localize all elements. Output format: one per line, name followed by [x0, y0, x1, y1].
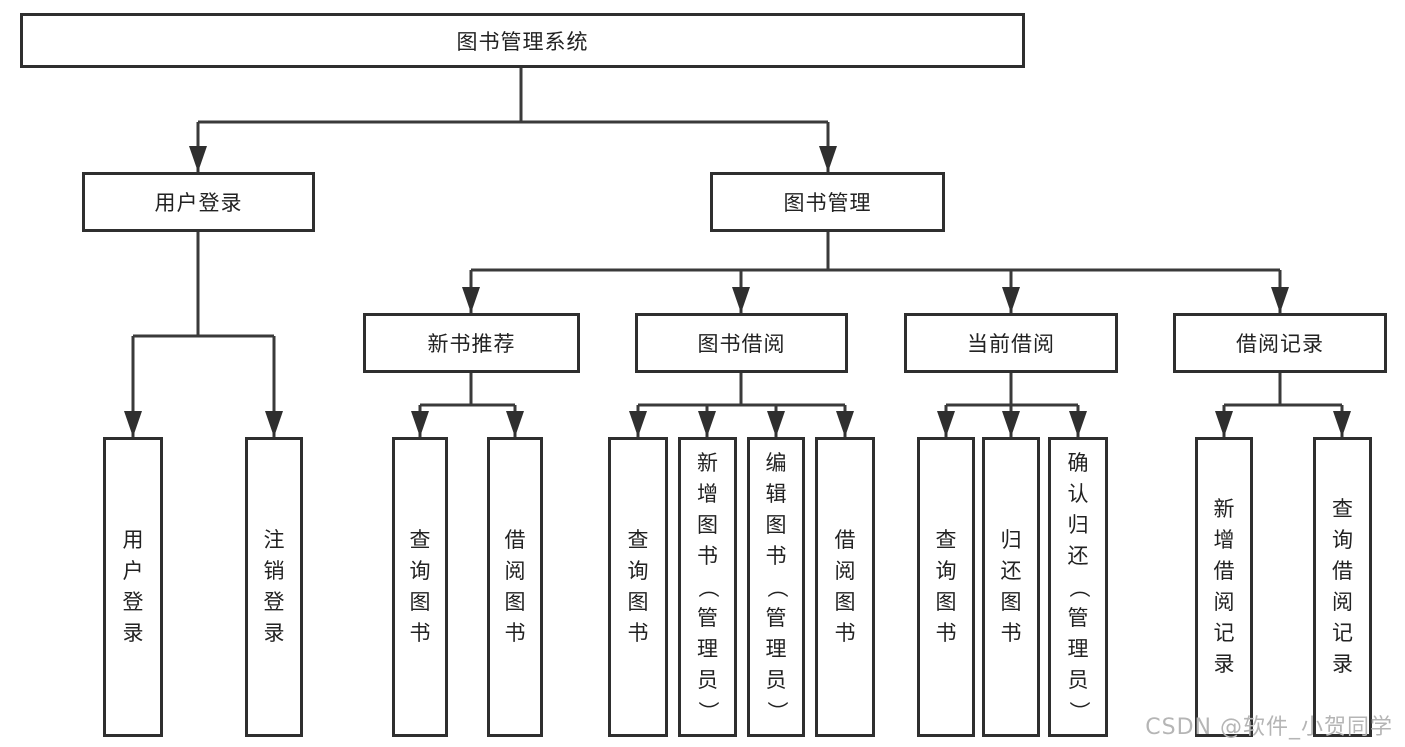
leaf-bb-edit-books-admin: 编辑图书（管理员）	[747, 437, 805, 737]
leaf-bb-add-books-admin: 新增图书（管理员）	[678, 437, 737, 737]
arrowheads	[124, 146, 1351, 437]
node-label: 借阅记录	[1236, 332, 1324, 356]
leaf-cb-return-books: 归还图书	[982, 437, 1040, 737]
node-root-library-management-system: 图书管理系统	[20, 13, 1025, 68]
node-label: 查询借阅记录	[1332, 497, 1353, 676]
node-label: 归还图书	[1000, 528, 1022, 645]
leaf-logout-login: 注销登录	[245, 437, 303, 737]
node-label: 注销登录	[263, 528, 285, 645]
node-borrowing-records: 借阅记录	[1173, 313, 1387, 373]
leaf-br-query-record: 查询借阅记录	[1313, 437, 1372, 737]
leaf-cb-query-books: 查询图书	[917, 437, 975, 737]
node-label: 编辑图书（管理员）	[764, 450, 789, 722]
leaf-bb-query-books: 查询图书	[608, 437, 668, 737]
node-label: 用户登录	[154, 191, 243, 215]
node-label: 图书管理系统	[456, 29, 589, 54]
node-new-book-recommend: 新书推荐	[363, 313, 580, 373]
node-book-management: 图书管理	[710, 172, 945, 232]
node-label: 查询图书	[935, 528, 957, 645]
node-current-borrowing: 当前借阅	[904, 313, 1118, 373]
node-label: 用户登录	[122, 528, 144, 645]
node-label: 确认归还（管理员）	[1066, 450, 1091, 722]
leaf-nbr-borrow-books: 借阅图书	[487, 437, 543, 737]
node-label: 查询图书	[627, 528, 649, 645]
leaf-nbr-query-books: 查询图书	[392, 437, 448, 737]
node-label: 新增图书（管理员）	[696, 450, 720, 722]
node-label: 图书借阅	[697, 332, 786, 356]
node-label: 借阅图书	[834, 528, 856, 645]
leaf-cb-confirm-return-admin: 确认归还（管理员）	[1048, 437, 1108, 737]
node-label: 查询图书	[409, 528, 431, 645]
leaf-user-login: 用户登录	[103, 437, 163, 737]
node-book-borrowing: 图书借阅	[635, 313, 848, 373]
node-label: 图书管理	[783, 191, 872, 215]
leaf-br-add-record: 新增借阅记录	[1195, 437, 1253, 737]
node-label: 新书推荐	[427, 332, 516, 356]
node-label: 新增借阅记录	[1213, 497, 1235, 676]
csdn-watermark: CSDN @软件_小贺同学	[1145, 715, 1393, 740]
node-label: 当前借阅	[967, 332, 1055, 356]
node-user-login: 用户登录	[82, 172, 315, 232]
leaf-bb-borrow-books: 借阅图书	[815, 437, 875, 737]
node-label: 借阅图书	[504, 528, 526, 645]
